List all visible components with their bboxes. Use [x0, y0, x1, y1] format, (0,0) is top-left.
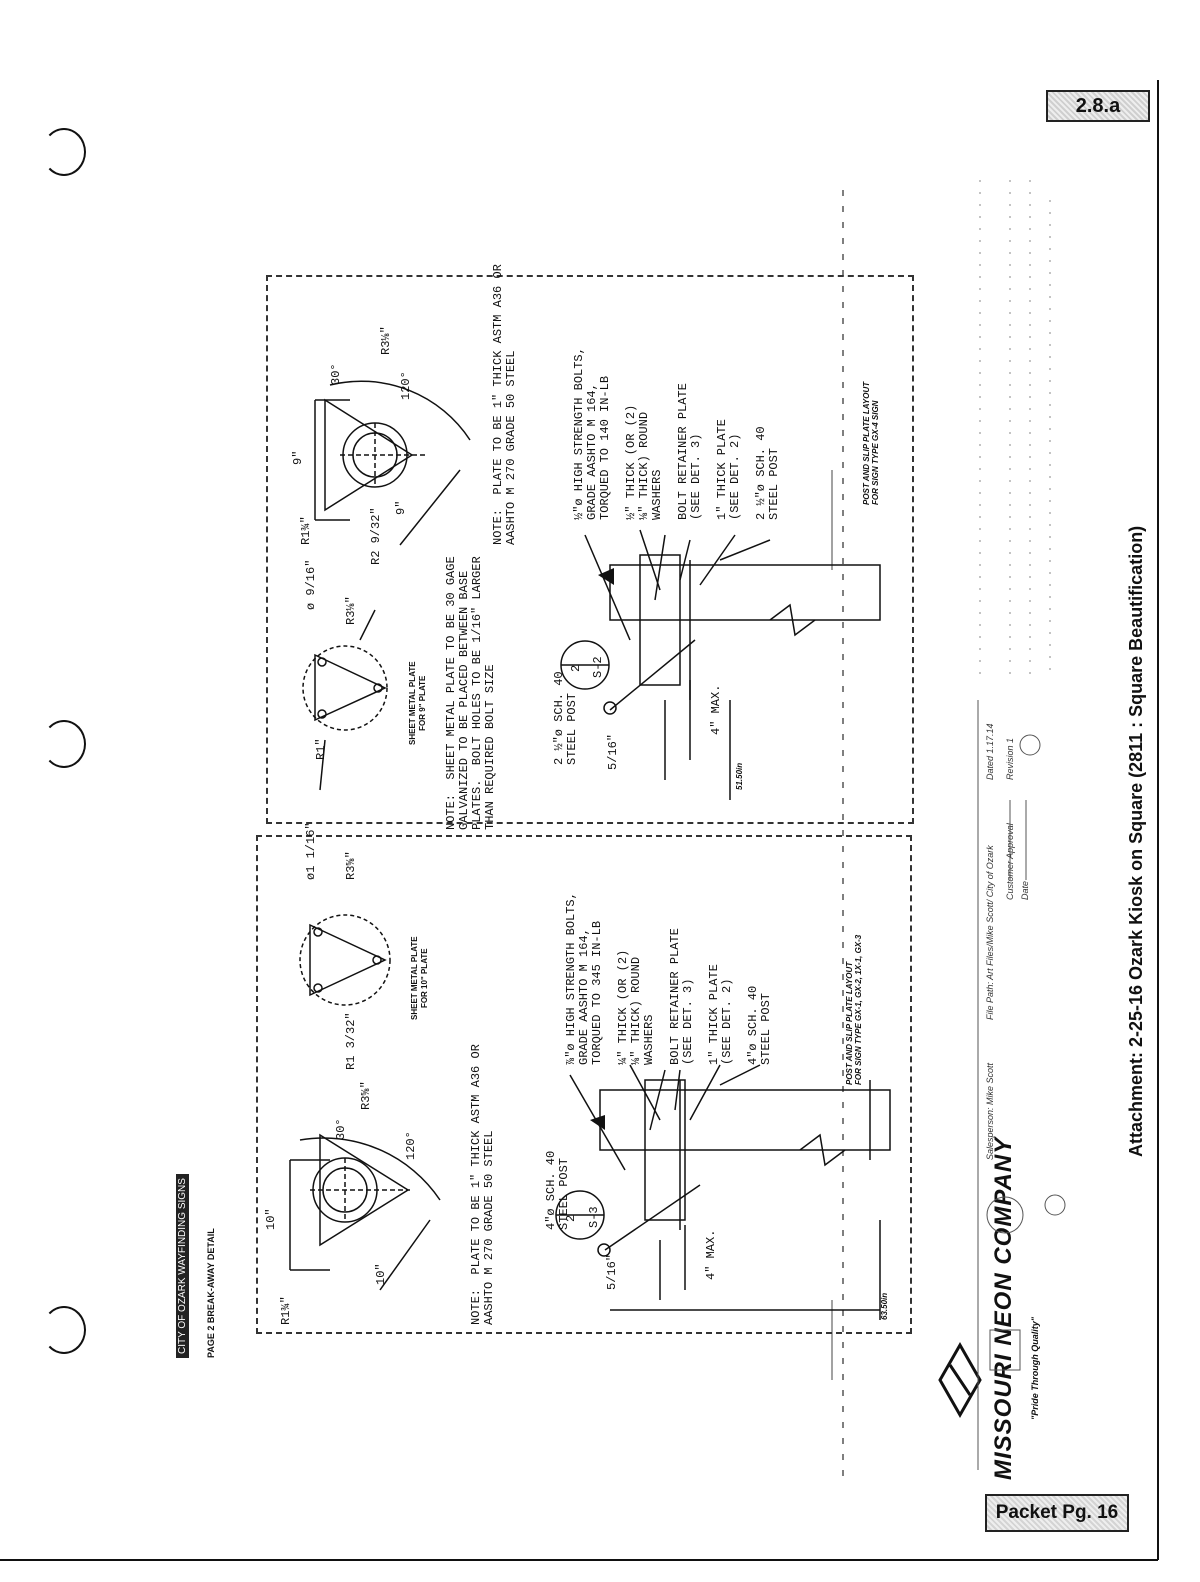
attachment-tag: 2.8.a: [1046, 90, 1150, 122]
right-detail-frame: [266, 275, 914, 824]
left-detail-frame: [256, 835, 912, 1334]
packet-page-label: Packet Pg. 16: [985, 1494, 1129, 1532]
punch-hole-top: [42, 128, 86, 176]
punch-hole-middle: [42, 720, 86, 768]
company-logo-icon: [938, 1341, 982, 1419]
punch-hole-bottom: [42, 1306, 86, 1354]
